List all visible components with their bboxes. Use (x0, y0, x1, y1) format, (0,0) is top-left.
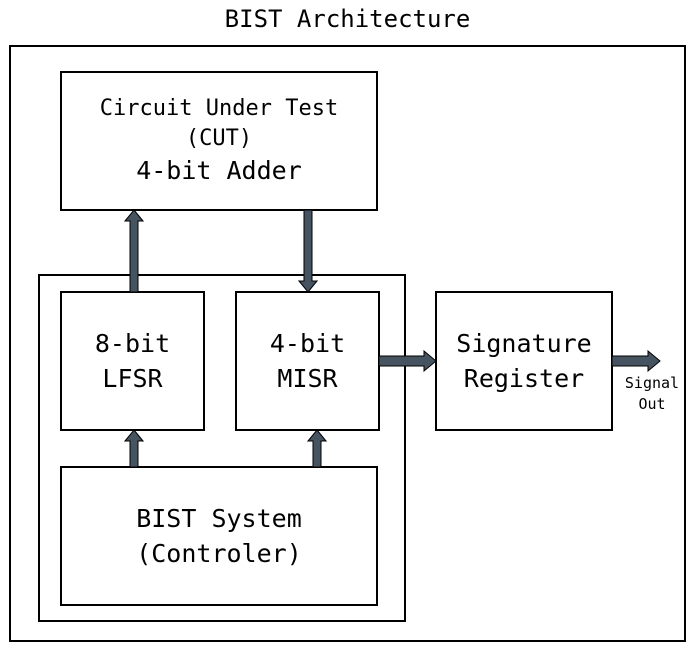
signal-out-arrow (611, 350, 661, 372)
signal-out-line1: Signal (624, 374, 680, 392)
controller-label-line2: (Controler) (136, 539, 302, 568)
misr-to-signature-arrow (378, 350, 437, 372)
cut-to-misr-arrow (298, 209, 318, 293)
signal-out-line2: Out (638, 395, 666, 413)
diagram-title: BIST Architecture (224, 5, 471, 33)
bist-inner-frame (38, 274, 406, 622)
signal-out-label: Signal Out (616, 373, 688, 415)
lfsr-label-line2: LFSR (102, 364, 163, 393)
controller-label-line1: BIST System (136, 504, 302, 533)
outer-frame (9, 45, 686, 642)
controller-to-misr-arrow (307, 429, 327, 468)
signature-register-label-line2: Register (463, 364, 585, 393)
misr-box: 4-bit MISR (235, 291, 380, 431)
signature-register-label-line1: Signature (456, 329, 592, 358)
bist-controller-box: BIST System (Controler) (60, 466, 378, 606)
signature-register-box: Signature Register (435, 291, 613, 431)
cut-label-line3: 4-bit Adder (136, 156, 302, 186)
misr-label-line2: MISR (277, 364, 338, 393)
controller-to-lfsr-arrow (124, 429, 144, 468)
lfsr-box: 8-bit LFSR (60, 291, 205, 431)
cut-label-line2: (CUT) (185, 125, 253, 151)
lfsr-label-line1: 8-bit (94, 329, 171, 358)
cut-label-line1: Circuit Under Test (99, 95, 339, 121)
lfsr-to-cut-arrow (124, 209, 144, 293)
cut-box: Circuit Under Test (CUT) 4-bit Adder (60, 71, 378, 211)
misr-label-line1: 4-bit (269, 329, 346, 358)
